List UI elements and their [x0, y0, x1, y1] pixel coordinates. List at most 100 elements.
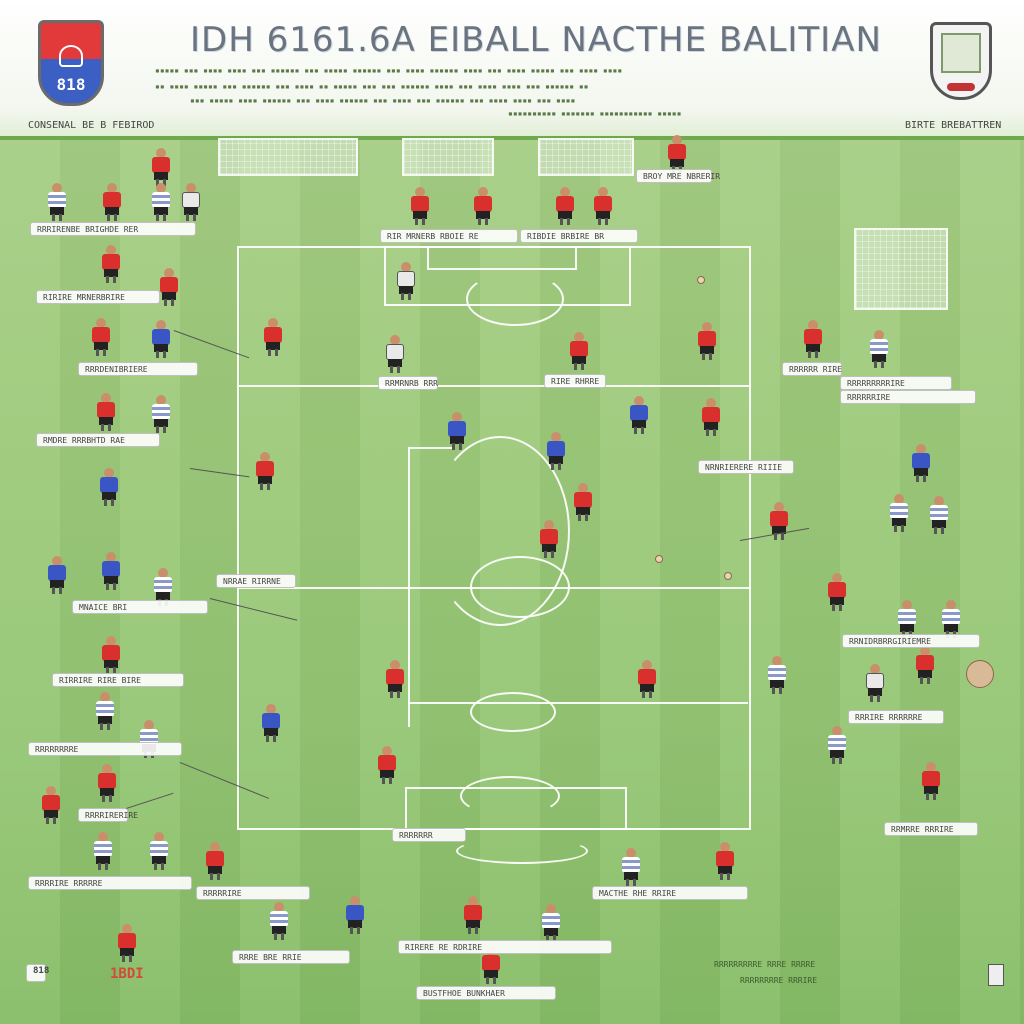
player-home[interactable] — [254, 452, 276, 490]
player-home[interactable] — [116, 924, 138, 962]
player-home[interactable] — [376, 746, 398, 784]
player-home[interactable] — [538, 520, 560, 558]
player-label[interactable]: RRRRRRR — [392, 828, 466, 842]
player-label[interactable]: RRNIDRBRRGIRIEMRE — [842, 634, 980, 648]
player-home[interactable] — [714, 842, 736, 880]
player-label[interactable]: RIRERE RE RDRIRE — [398, 940, 612, 954]
player-label[interactable]: RRRIRENBE BRIGHDE RER — [30, 222, 196, 236]
player-away[interactable] — [446, 412, 468, 450]
player-label[interactable]: RIBDIE BRBIRE BR — [520, 229, 638, 243]
player-label[interactable]: RIR MRNERB RBOIE RE — [380, 229, 518, 243]
player-home[interactable] — [90, 318, 112, 356]
player-away[interactable] — [46, 556, 68, 594]
player-label[interactable]: RRRRRR RIRE — [782, 362, 842, 376]
referee[interactable] — [864, 664, 886, 702]
player-away[interactable] — [260, 704, 282, 742]
player-home[interactable] — [262, 318, 284, 356]
player-label[interactable]: MACTHE RHE RRIRE — [592, 886, 748, 900]
player-home[interactable] — [96, 764, 118, 802]
player-home[interactable] — [826, 573, 848, 611]
player-away[interactable] — [150, 395, 172, 433]
player-home[interactable] — [150, 148, 172, 186]
player-label[interactable]: RRRRIRE RRRRRE — [28, 876, 192, 890]
player-label[interactable]: RIRE RHRRE — [544, 374, 606, 388]
player-label[interactable]: BROY MRE NBRERIR — [636, 169, 720, 183]
player-label[interactable]: BUSTFHOE BUNKHAER — [416, 986, 556, 1000]
player-away[interactable] — [148, 832, 170, 870]
player-away[interactable] — [888, 494, 910, 532]
player-away[interactable] — [628, 396, 650, 434]
player-label[interactable]: RRRRIRERIRE — [78, 808, 138, 822]
player-label[interactable]: RRRDENIBRIERE — [78, 362, 198, 376]
player-home[interactable] — [409, 187, 431, 225]
player-away[interactable] — [344, 896, 366, 934]
player-home[interactable] — [204, 842, 226, 880]
player-away[interactable] — [910, 444, 932, 482]
player-home[interactable] — [768, 502, 790, 540]
ball-icon[interactable] — [697, 276, 705, 284]
player-away[interactable] — [100, 552, 122, 590]
player-label[interactable]: RMDRE RRRBHTD RAE — [36, 433, 160, 447]
player-label[interactable]: RIRRIRE RIRE BIRE — [52, 673, 184, 687]
player-away[interactable] — [940, 600, 962, 638]
player-label[interactable]: RRMRRE RRRIRE — [884, 822, 978, 836]
player-away[interactable] — [766, 656, 788, 694]
player-away[interactable] — [540, 904, 562, 942]
player-home[interactable] — [592, 187, 614, 225]
player-away[interactable] — [620, 848, 642, 886]
player-home[interactable] — [95, 393, 117, 431]
player-label[interactable]: NRRAE RIRRNE — [216, 574, 296, 588]
player-home[interactable] — [920, 762, 942, 800]
player-away[interactable] — [868, 330, 890, 368]
player-label[interactable]: RRRRRRRRE — [28, 742, 182, 756]
player-home[interactable] — [472, 187, 494, 225]
goal-net — [854, 228, 948, 310]
player-home[interactable] — [914, 646, 936, 684]
player-home[interactable] — [636, 660, 658, 698]
referee[interactable] — [384, 335, 406, 373]
player-away[interactable] — [150, 320, 172, 358]
player-away[interactable] — [826, 726, 848, 764]
player-away[interactable] — [98, 468, 120, 506]
player-home[interactable] — [696, 322, 718, 360]
player-away[interactable] — [545, 432, 567, 470]
ball-icon[interactable] — [655, 555, 663, 563]
referee[interactable] — [395, 262, 417, 300]
player-home[interactable] — [666, 135, 688, 173]
player-home[interactable] — [158, 268, 180, 306]
header-subline-3: ▪▪▪ ▪▪▪▪▪ ▪▪▪▪ ▪▪▪▪▪▪ ▪▪▪ ▪▪▪▪ ▪▪▪▪▪▪ ▪▪… — [190, 96, 576, 105]
player-label[interactable]: MNAICE BRI — [72, 600, 208, 614]
player-label[interactable]: RIRIRE MRNERBRIRE — [36, 290, 160, 304]
player-label[interactable]: RRMRNRB RRR — [378, 376, 438, 390]
player-home[interactable] — [572, 483, 594, 521]
player-home[interactable] — [462, 896, 484, 934]
player-home[interactable] — [568, 332, 590, 370]
ball-icon[interactable] — [724, 572, 732, 580]
player-label[interactable]: RRRRRRRRRIRE — [840, 376, 952, 390]
player-away[interactable] — [150, 183, 172, 221]
player-away[interactable] — [928, 496, 950, 534]
player-away[interactable] — [46, 183, 68, 221]
player-home[interactable] — [554, 187, 576, 225]
player-away[interactable] — [94, 692, 116, 730]
bottom-arc — [456, 838, 588, 864]
player-away[interactable] — [92, 832, 114, 870]
ball-icon[interactable] — [966, 660, 994, 688]
player-home[interactable] — [384, 660, 406, 698]
player-label[interactable]: RRRE BRE RRIE — [232, 950, 350, 964]
referee[interactable] — [180, 183, 202, 221]
player-home[interactable] — [700, 398, 722, 436]
player-away[interactable] — [896, 600, 918, 638]
player-home[interactable] — [40, 786, 62, 824]
player-home[interactable] — [100, 636, 122, 674]
player-home[interactable] — [802, 320, 824, 358]
player-label[interactable]: RRRIRE RRRRRRE — [848, 710, 944, 724]
player-home[interactable] — [101, 183, 123, 221]
player-label[interactable]: RRRRRRIRE — [840, 390, 976, 404]
player-home[interactable] — [100, 245, 122, 283]
line — [237, 385, 751, 387]
player-label[interactable]: NRNRIERERE RIIIE — [698, 460, 794, 474]
player-label[interactable]: RRRRRIRE — [196, 886, 310, 900]
player-away[interactable] — [268, 902, 290, 940]
